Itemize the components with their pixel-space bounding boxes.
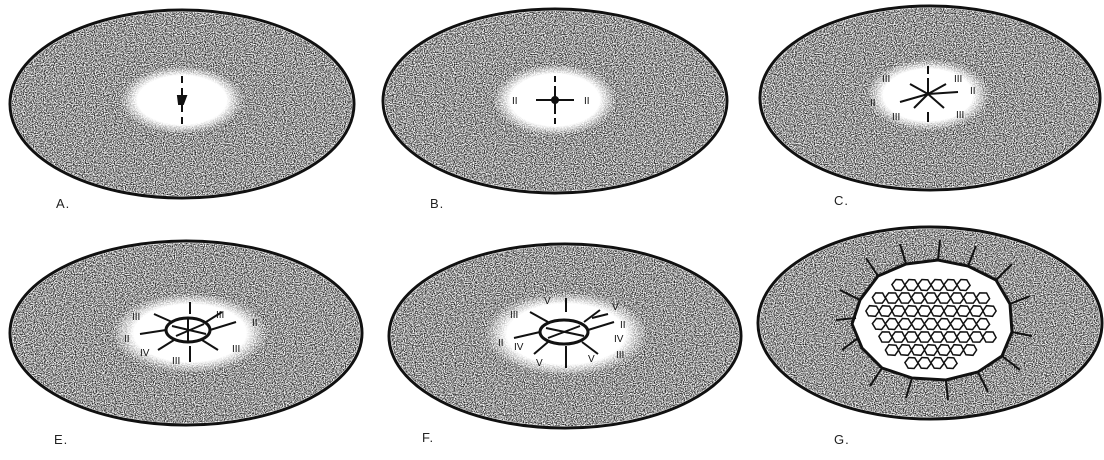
pole-mark: III [882,74,890,85]
panel-label-b: B. [430,196,444,211]
pole-mark: II [970,86,976,97]
panel-e: III III II II IV III III E. [10,241,362,447]
panel-label-f: F. [422,430,434,445]
panel-f: III V V II II IV IV III V V F. [389,244,741,445]
pole-mark: III [616,350,624,361]
pole-mark: III [232,344,240,355]
pole-mark: III [510,310,518,321]
pole-mark: II [870,98,876,109]
panel-label-g: G. [834,432,850,447]
pole-mark: II [584,96,590,107]
pole-mark: III [172,356,180,367]
panel-a: A. [10,10,354,211]
panel-c: III III II II III III C. [760,6,1100,208]
pole-mark: III [954,74,962,85]
pole-mark: III [216,310,224,321]
panel-label-a: A. [56,196,70,211]
pole-mark: II [124,334,130,345]
pole-mark: V [544,296,551,307]
pole-mark: III [892,112,900,123]
pole-mark: II [498,338,504,349]
panel-label-c: C. [834,193,849,208]
panel-g: G. [758,227,1102,447]
panel-label-e: E. [54,432,68,447]
pole-mark: II [252,318,258,329]
pole-mark: II [512,96,518,107]
panel-b: II II B. [383,9,727,211]
pole-mark: IV [140,348,150,359]
pole-mark: III [132,312,140,323]
pole-mark: V [612,302,619,313]
pole-mark: II [620,320,626,331]
pole-mark: III [956,110,964,121]
pole-mark: IV [614,334,624,345]
pole-mark: V [588,354,595,365]
pole-mark: IV [514,342,524,353]
pole-mark: V [536,358,543,369]
